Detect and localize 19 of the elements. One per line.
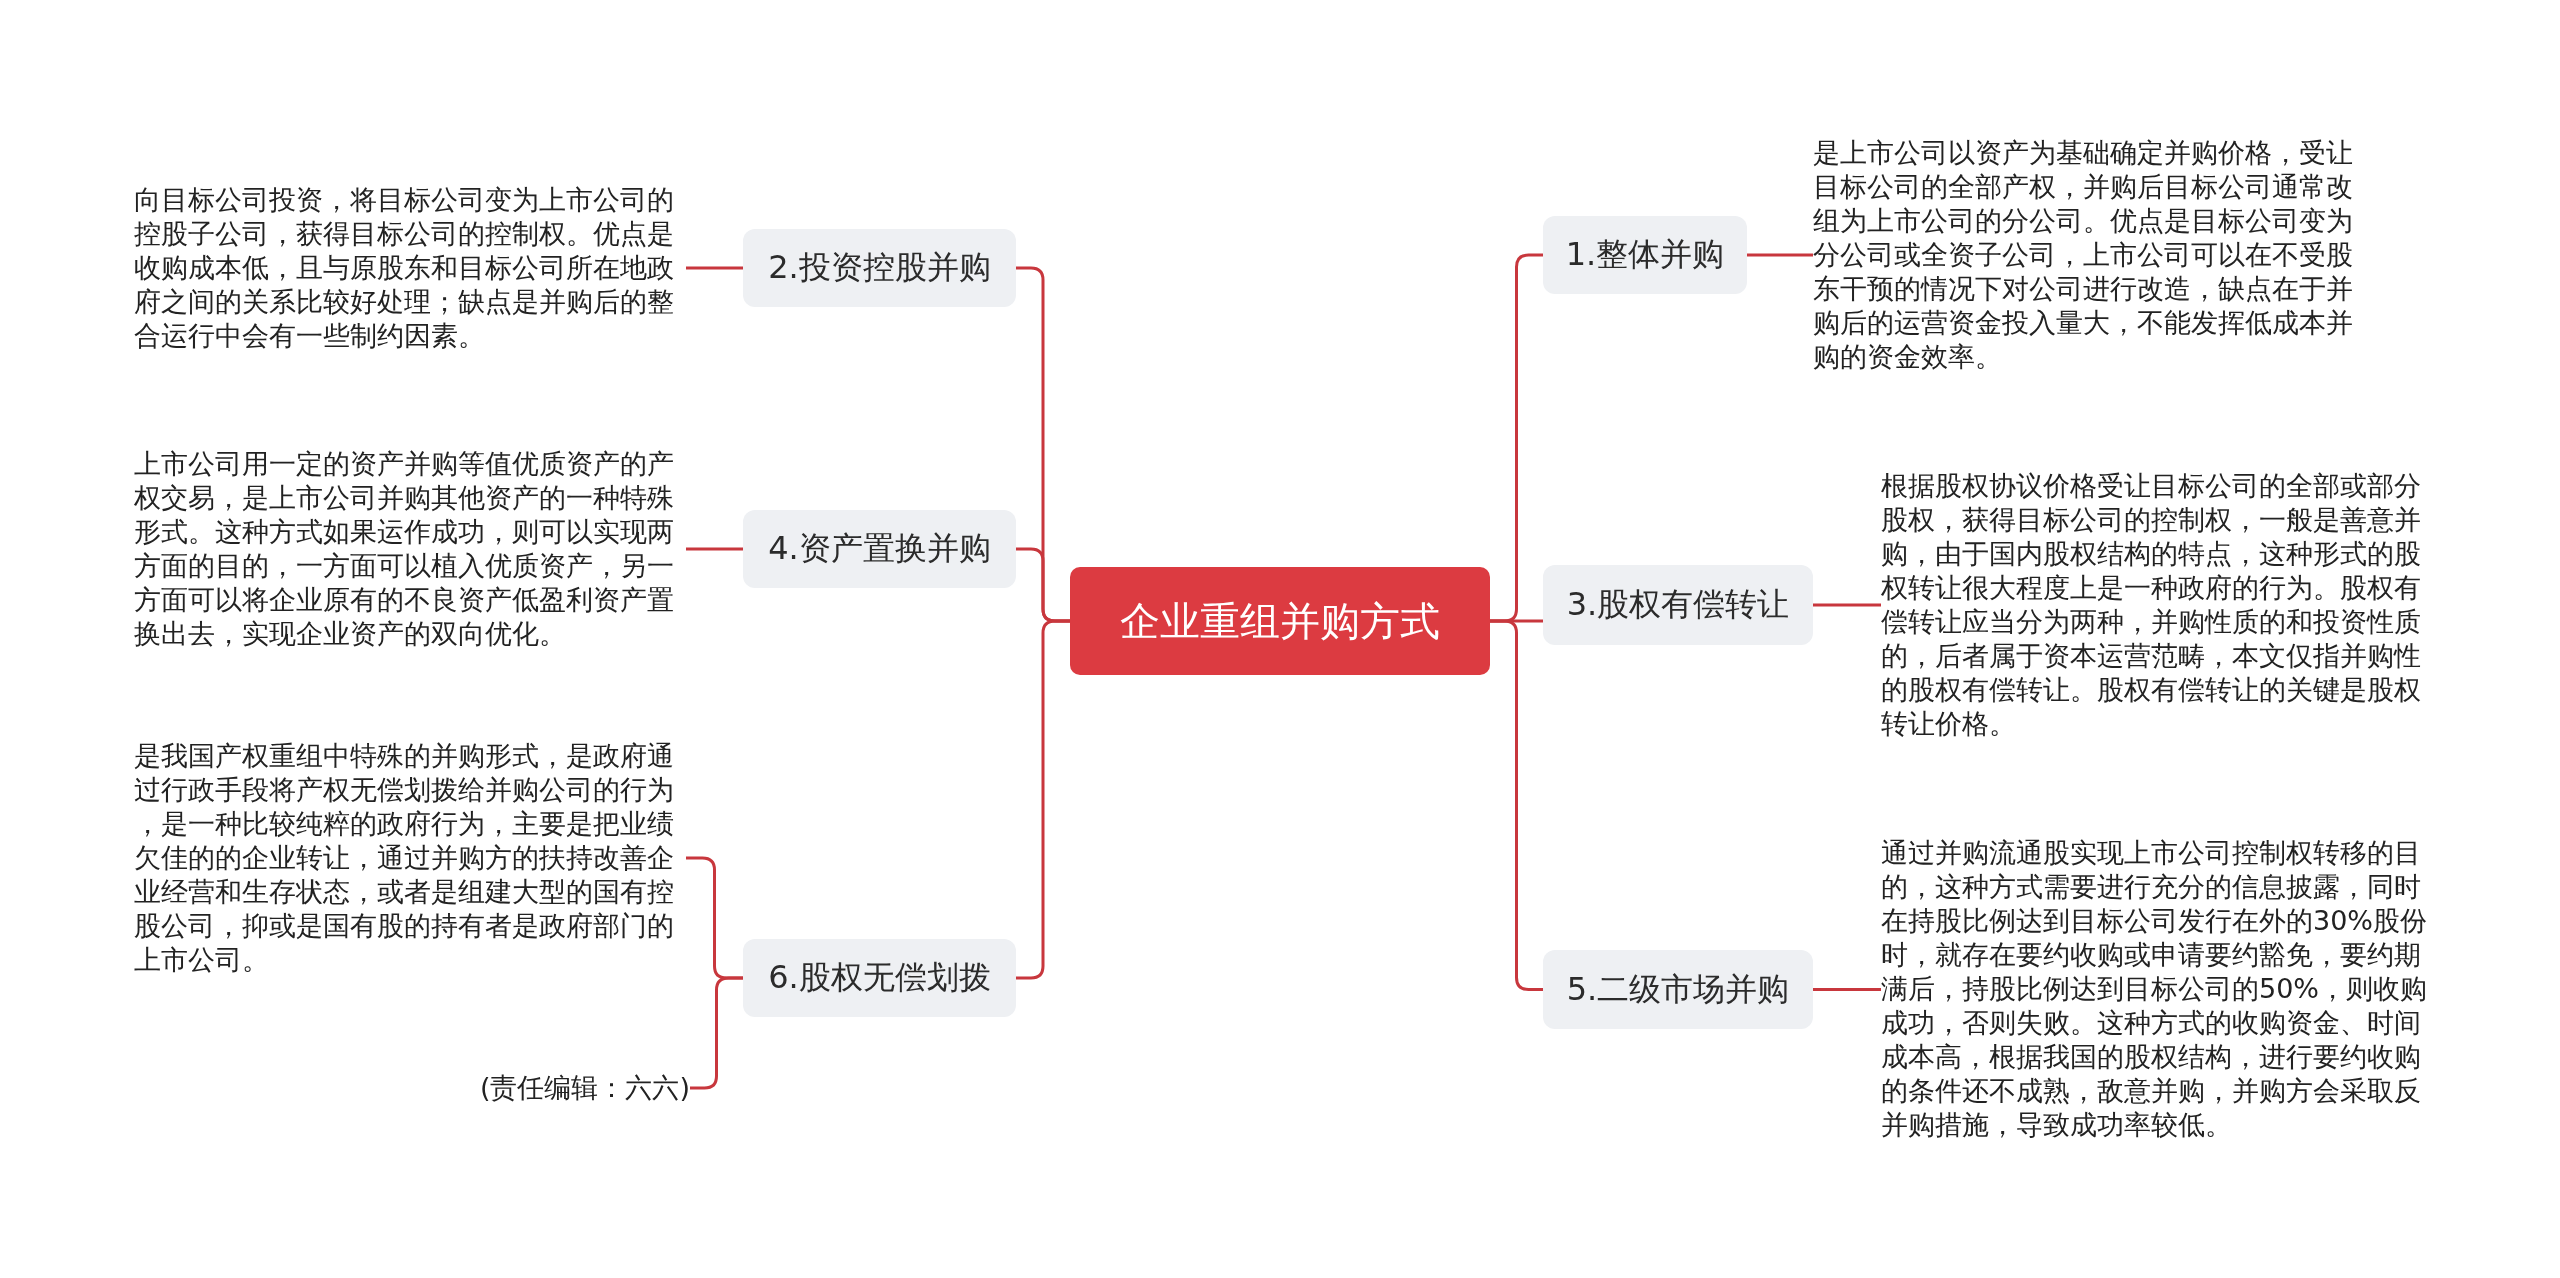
central-topic: 企业重组并购方式 [1070,567,1490,675]
description-text: 是我国产权重组中特殊的并购形式，是政府通过行政手段将产权无偿划拨给并购公司的行为，是一种比较纯粹的政府行为，主要是把业绩欠佳的的企业转让，通过并购方的扶持改善企业经营和生存状态，或者是组建大型的国有控股公司，抑或是国有股的持有者是政府部门的上市公司。 [134,739,686,977]
subtopic: 3.股权有偿转让 [1543,565,1813,645]
connector-line [1747,253,1813,257]
description-text: 向目标公司投资，将目标公司变为上市公司的控股子公司，获得目标公司的控制权。优点是收购成本低，且与原股东和目标公司所在地政府之间的关系比较好处理；缺点是并购后的整合运行中会有一些制约因素。 [134,183,686,353]
connector-line [686,266,743,270]
subtopic: 5.二级市场并购 [1543,950,1813,1029]
connector-line [1813,988,1881,991]
connector-line [1813,603,1881,607]
subtopic: 2.投资控股并购 [743,229,1016,307]
subtopic: 6.股权无偿划拨 [743,939,1016,1017]
description-text: 通过并购流通股实现上市公司控制权转移的目的，这种方式需要进行充分的信息披露，同时在持股比例达到目标公司发行在外的30%股份时，就存在要约收购或申请要约豁免，要约期满后，持股比例达到目标公司的50%，则收购成功，否则失败。这种方式的收购资金、时间成本高，根据我国的股权结构，进行要约收购的条件还不成熟，敌意并购，并购方会采取反并购措施，导致成功率较低。 [1881,836,2433,1142]
connector-line [686,547,743,551]
description-text: 根据股权协议价格受让目标公司的全部或部分股权，获得目标公司的控制权，一般是善意并购，由于国内股权结构的特点，这种形式的股权转让很大程度上是一种政府的行为。股权有偿转让应当分为两种，并购性质的和投资性质的，后者属于资本运营范畴，本文仅指并购性的股权有偿转让。股权有偿转让的关键是股权转让价格。 [1881,469,2433,741]
description-text: 是上市公司以资产为基础确定并购价格，受让目标公司的全部产权，并购后目标公司通常改组为上市公司的分公司。优点是目标公司变为分公司或全资子公司，上市公司可以在不受股东干预的情况下对公司进行改造，缺点在于并购后的运营资金投入量大，不能发挥低成本并购的资金效率。 [1813,136,2365,374]
subtopic: 4.资产置换并购 [743,510,1016,588]
description-text: 上市公司用一定的资产并购等值优质资产的产权交易，是上市公司并购其他资产的一种特殊形式。这种方式如果运作成功，则可以实现两方面的目的，一方面可以植入优质资产，另一方面可以将企业原有的不良资产低盈利资产置换出去，实现企业资产的双向优化。 [134,447,686,651]
editor-note: (责任编辑：六六) [479,1071,690,1105]
subtopic: 1.整体并购 [1543,216,1747,294]
